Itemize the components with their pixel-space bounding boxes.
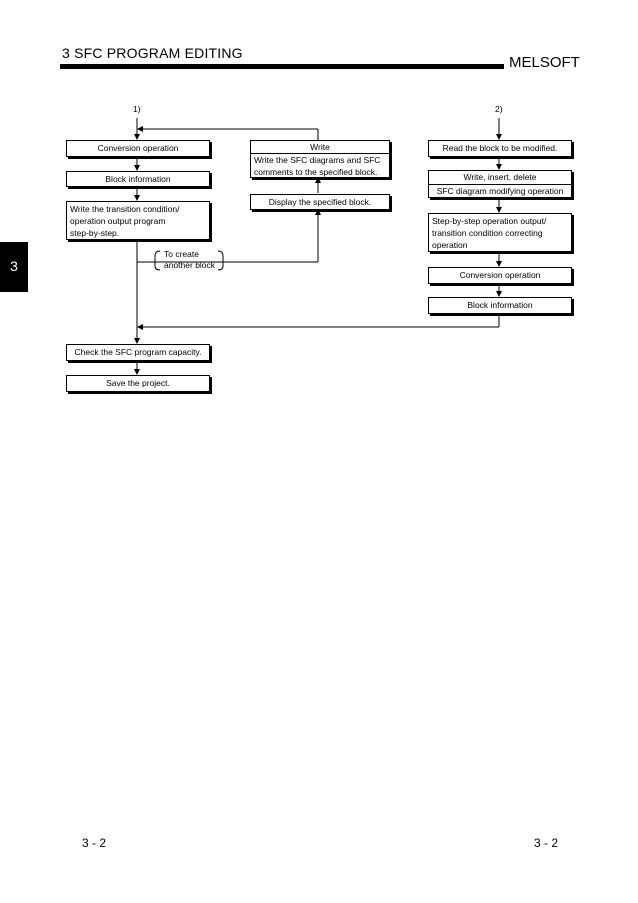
- write-transition-box: Write the transition condition/ operatio…: [66, 201, 210, 240]
- step-by-step-line-3: operation: [432, 240, 468, 250]
- block-information-label: Block information: [105, 174, 171, 184]
- check-capacity-box: Check the SFC program capacity.: [66, 344, 210, 361]
- route-label-1: 1): [133, 104, 141, 114]
- create-block-note: To create another block: [164, 249, 215, 271]
- block-information-label-2: Block information: [467, 300, 533, 310]
- read-block-box: Read the block to be modified.: [428, 140, 572, 157]
- write-transition-line-3: step-by-step.: [70, 228, 120, 238]
- conversion-operation-box: Conversion operation: [66, 140, 210, 157]
- block-information-box: Block information: [66, 171, 210, 187]
- step-by-step-line-2: transition condition correcting: [432, 228, 543, 238]
- write-insert-delete-box: Write, insert, delete SFC diagram modify…: [428, 170, 572, 198]
- write-transition-line-1: Write the transition condition/: [70, 204, 180, 214]
- block-information-box-2: Block information: [428, 297, 572, 314]
- conversion-operation-label-2: Conversion operation: [459, 270, 541, 280]
- note-brace-left: [154, 250, 161, 271]
- save-project-label: Save the project.: [106, 378, 170, 388]
- write-box: Write Write the SFC diagrams and SFC com…: [250, 140, 390, 178]
- write-body-line-1: Write the SFC diagrams and SFC: [254, 155, 381, 165]
- step-by-step-line-1: Step-by-step operation output/: [432, 216, 547, 226]
- write-insert-delete-label: Write, insert, delete: [429, 171, 571, 185]
- write-body-line-2: comments to the specified block.: [254, 167, 378, 177]
- header-rule: [60, 64, 504, 69]
- chapter-title: 3 SFC PROGRAM EDITING: [62, 45, 243, 61]
- brand-label: MELSOFT: [509, 54, 580, 71]
- read-block-label: Read the block to be modified.: [442, 143, 558, 153]
- sfc-modify-label: SFC diagram modifying operation: [436, 186, 564, 196]
- page-number-right: 3 - 2: [534, 836, 559, 850]
- note-brace-right: [217, 250, 224, 271]
- conversion-operation-box-2: Conversion operation: [428, 267, 572, 284]
- create-block-note-line-1: To create: [164, 249, 199, 259]
- chapter-tab-number: 3: [10, 258, 18, 274]
- write-transition-line-2: operation output program: [70, 216, 166, 226]
- step-by-step-box: Step-by-step operation output/ transitio…: [428, 213, 572, 252]
- save-project-box: Save the project.: [66, 375, 210, 392]
- display-block-box: Display the specified block.: [250, 194, 390, 210]
- conversion-operation-label: Conversion operation: [97, 143, 179, 153]
- display-block-label: Display the specified block.: [268, 197, 372, 207]
- route-label-2: 2): [495, 104, 503, 114]
- chapter-tab: [0, 242, 28, 292]
- write-title: Write: [251, 141, 389, 154]
- check-capacity-label: Check the SFC program capacity.: [74, 347, 202, 357]
- create-block-note-line-2: another block: [164, 260, 216, 270]
- page-number-left: 3 - 2: [82, 836, 107, 850]
